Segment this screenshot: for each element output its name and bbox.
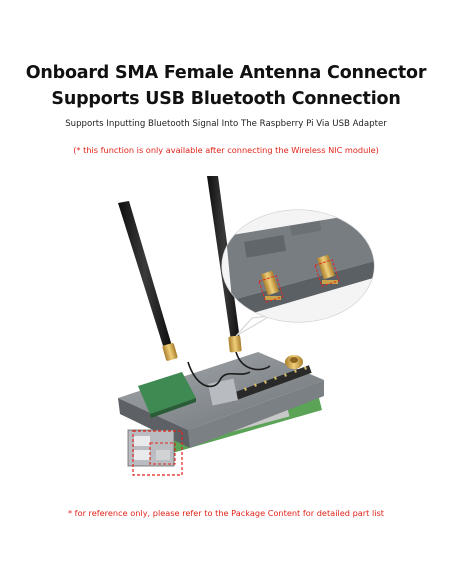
sma-connector-side [285,355,303,369]
reference-footnote: * for reference only, please refer to th… [67,508,384,518]
antenna-cables [187,351,271,388]
product-illustration [118,176,375,476]
usb-highlight-box [132,430,183,476]
availability-note: (* this function is only available after… [73,145,379,155]
wireless-module [138,372,196,418]
sma-connector-zoom-1 [260,270,281,300]
usb-highlight-box-inner [149,442,176,465]
subtitle: Supports Inputting Bluetooth Signal Into… [65,119,387,129]
headline-line-2: Supports USB Bluetooth Connection [51,89,401,109]
sma-connector-zoom-2 [316,254,338,284]
zoom-callout [221,209,375,337]
headline-line-1: Onboard SMA Female Antenna Connector [25,63,427,83]
antenna-left [118,201,178,361]
usb-ports [127,429,175,467]
